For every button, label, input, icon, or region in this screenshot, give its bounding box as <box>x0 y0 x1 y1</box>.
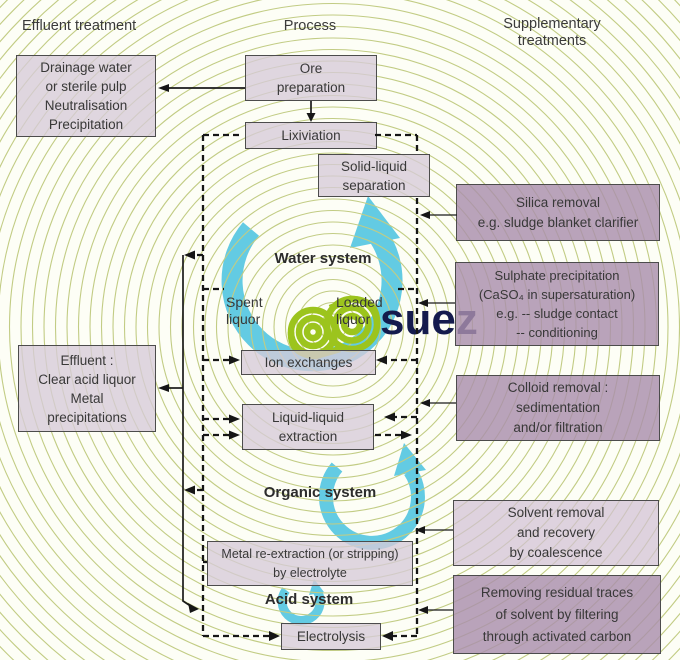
box-drainage-water: Drainage water or sterile pulp Neutralis… <box>16 55 156 137</box>
water-system-arrowhead <box>350 196 400 248</box>
box-ion-exchanges: Ion exchanges <box>241 350 376 375</box>
box-line: Metal <box>70 390 104 406</box>
label-acid-system: Acid system <box>264 591 354 608</box>
box-line: of solvent by filtering <box>495 606 619 622</box>
box-line: preparation <box>276 80 346 95</box>
box-line: Removing residual traces <box>480 584 634 600</box>
box-line: Sulphate precipitation <box>494 268 620 283</box>
box-line: Ion exchanges <box>264 355 353 370</box>
label-line: Loaded <box>336 294 383 310</box>
box-sulphate-precipitation: Sulphate precipitation (CaSO₄ in supersa… <box>455 262 659 346</box>
box-line: Lixiviation <box>281 128 341 143</box>
box-line: -- conditioning <box>516 325 598 340</box>
box-line: Ore <box>299 61 323 76</box>
organic-system-cycle-arrow <box>318 462 425 550</box>
box-line: e.g. sludge blanket clarifier <box>477 214 639 230</box>
box-line: Clear acid liquor <box>38 371 136 387</box>
box-ore-preparation: Ore preparation <box>245 55 377 101</box>
header-process: Process <box>283 18 337 34</box>
organic-system-arrowhead <box>394 443 426 476</box>
box-line: Drainage water <box>40 60 132 75</box>
supplementary-lines <box>421 214 457 611</box>
box-line: Electrolysis <box>296 629 366 644</box>
box-colloid-removal: Colloid removal : sedimentation and/or f… <box>456 375 660 441</box>
box-line: Colloid removal : <box>507 380 609 395</box>
box-line: and recovery <box>516 525 596 540</box>
box-metal-re-extraction: Metal re-extraction (or stripping) by el… <box>207 541 413 586</box>
box-line: extraction <box>278 429 338 444</box>
box-effluent: Effluent : Clear acid liquor Metal preci… <box>18 345 156 432</box>
box-residual-traces: Removing residual traces of solvent by f… <box>453 575 661 654</box>
box-electrolysis: Electrolysis <box>281 623 381 650</box>
solid-flow-lines <box>168 87 312 608</box>
box-line: or sterile pulp <box>45 79 127 94</box>
box-line: Neutralisation <box>44 98 128 113</box>
box-line: separation <box>342 177 406 193</box>
label-line: Spent <box>226 294 263 310</box>
box-line: through activated carbon <box>482 628 632 644</box>
label-line: liquor <box>336 311 371 327</box>
label-water-system: Water system <box>274 250 372 267</box>
box-line: precipitations <box>47 409 127 425</box>
box-line: and/or filtration <box>513 420 603 435</box>
box-line: by coalescence <box>509 545 603 560</box>
box-line: Solid-liquid <box>340 158 408 174</box>
box-line: Liquid-liquid <box>271 410 345 425</box>
box-line: Precipitation <box>48 117 124 132</box>
label-loaded-liquor: Loaded liquor <box>336 294 383 328</box>
label-line: liquor <box>226 311 261 327</box>
box-liquid-liquid-extraction: Liquid-liquid extraction <box>242 404 374 450</box>
header-supplementary-line2: treatments <box>517 33 587 49</box>
box-lixiviation: Lixiviation <box>245 122 377 149</box>
header-supplementary-treatments: Supplementary treatments <box>468 16 636 50</box>
box-solvent-removal: Solvent removal and recovery by coalesce… <box>453 500 659 566</box>
box-silica-removal: Silica removal e.g. sludge blanket clari… <box>456 184 660 241</box>
box-line: sedimentation <box>515 400 601 415</box>
box-line: Solvent removal <box>507 505 605 520</box>
box-line: by electrolyte <box>273 565 347 580</box>
box-line: Metal re-extraction (or stripping) <box>221 546 399 561</box>
box-line: e.g. -- sludge contact <box>496 306 618 321</box>
label-organic-system: Organic system <box>263 484 377 501</box>
header-supplementary-line1: Supplementary <box>503 16 601 32</box>
box-line: Silica removal <box>515 194 601 210</box>
box-line: (CaSO₄ in supersaturation) <box>478 287 636 302</box>
box-line: Effluent : <box>60 352 114 368</box>
label-spent-liquor: Spent liquor <box>226 294 263 328</box>
header-effluent-treatment: Effluent treatment <box>22 18 137 34</box>
box-solid-liquid-separation: Solid-liquid separation <box>318 154 430 197</box>
